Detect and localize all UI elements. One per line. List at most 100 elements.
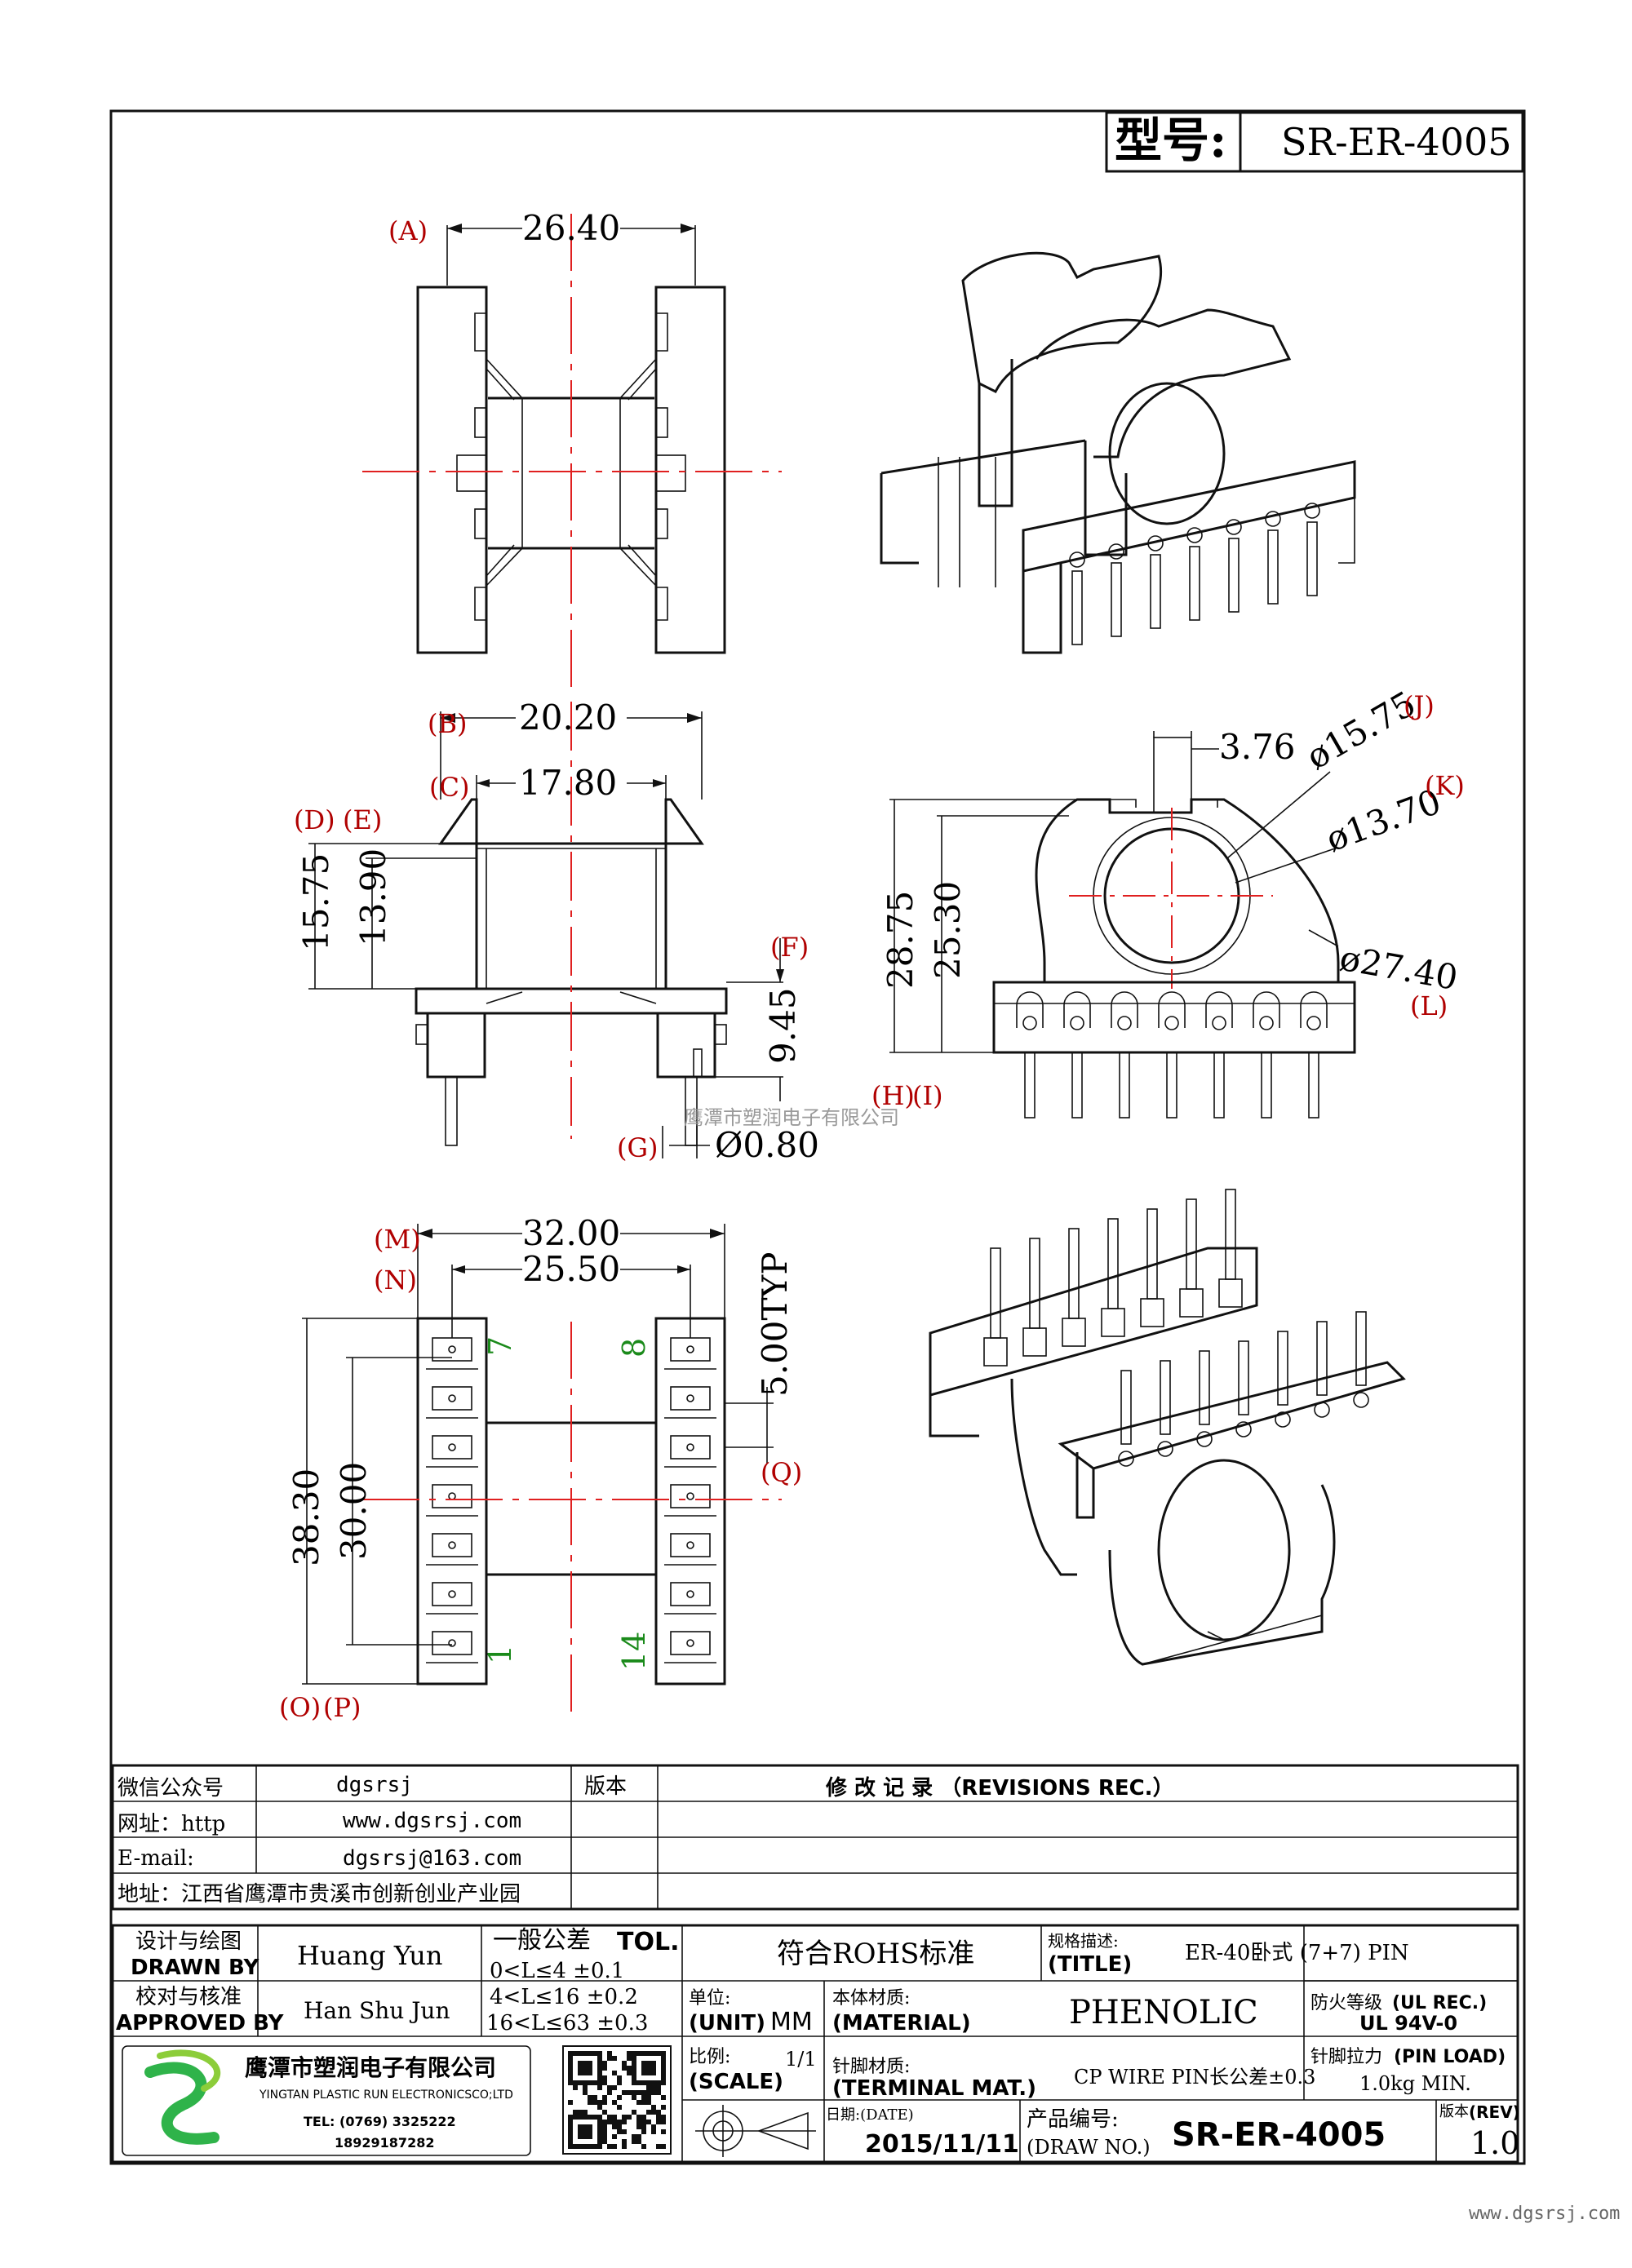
ref-e: (E) [343, 804, 382, 835]
scale-value: 1/1 [785, 2048, 817, 2071]
iso-pin [1196, 1350, 1213, 1447]
bottom-pin-slot [664, 1484, 716, 1517]
front-pin [1111, 991, 1138, 1118]
spec-value: ER-40卧式 (7+7) PIN [1185, 1941, 1409, 1965]
bottom-pin-slot [426, 1484, 478, 1517]
ref-q: (Q) [761, 1457, 802, 1488]
model-value: SR-ER-4005 [1281, 120, 1512, 164]
ref-p: (P) [323, 1692, 361, 1723]
dim-bottom-pitch: 5.00TYP [755, 1251, 795, 1397]
dim-front-slot: 3.76 [1219, 727, 1296, 767]
dim-side-w1: 20.20 [519, 698, 617, 738]
fire-en: (UL REC.) [1392, 1993, 1487, 2013]
iso-pin [983, 1247, 1008, 1367]
front-pin [1300, 991, 1328, 1118]
pinload-cn: 针脚拉力 [1310, 2047, 1382, 2067]
iso-pin [1179, 1198, 1204, 1318]
iso-pin [1235, 1340, 1252, 1437]
projection-symbol-icon [695, 2105, 816, 2157]
iso-pin [1353, 1311, 1369, 1408]
title-block: 设计与绘图 DRAWN BY Huang Yun 校对与核准 APPROVED … [111, 1924, 1520, 2164]
iso-pin [1147, 535, 1164, 629]
ref-f: (F) [770, 932, 809, 963]
rev-value: 1.0 [1470, 2125, 1519, 2161]
spec-en: (TITLE) [1048, 1952, 1132, 1977]
bottom-pin-slot [426, 1435, 478, 1468]
fire-cn: 防火等级 [1310, 1993, 1382, 2013]
pin-label-7: 7 [482, 1336, 518, 1356]
web-value: www.dgsrsj.com [343, 1809, 521, 1833]
ref-b: (B) [428, 708, 467, 739]
iso-pin [1069, 551, 1085, 645]
iso-view-bottom [929, 1189, 1406, 1666]
watermark: 鹰潭市塑润电子有限公司 [684, 1106, 899, 1129]
material-value: PHENOLIC [1069, 1994, 1258, 2031]
ref-j: (J) [1404, 690, 1435, 721]
unit-cn: 单位: [689, 1988, 730, 2009]
email-label: E-mail: [118, 1846, 194, 1871]
footer-url: www.dgsrsj.com [1469, 2204, 1620, 2224]
dim-side-pin-h: 9.45 [763, 987, 803, 1064]
rev-cn: 版本 [1439, 2103, 1469, 2120]
front-pin [1016, 991, 1044, 1118]
ref-g: (G) [617, 1132, 659, 1163]
wechat-value: dgsrsj [336, 1773, 413, 1797]
front-pin [1253, 991, 1280, 1118]
bottom-pin-slot [664, 1435, 716, 1468]
iso-pin [1022, 1238, 1047, 1357]
address: 地址：江西省鹰潭市贵溪市创新创业产业园 [118, 1882, 521, 1907]
company-name-cn: 鹰潭市塑润电子有限公司 [245, 2054, 496, 2081]
ref-h: (H) [871, 1080, 915, 1111]
bottom-pin-slot [664, 1631, 716, 1663]
dim-bottom-h1: 38.30 [286, 1468, 326, 1566]
ref-d: (D) [294, 804, 335, 835]
top-view: 26.40 (A) [362, 208, 782, 689]
web-label: 网址：http [118, 1812, 225, 1836]
bottom-view: 32.00 (M) 25.50 (N) 38.30 30.00 (O) (P) … [279, 1213, 802, 1723]
sheet-border [109, 109, 1526, 2165]
approved-cn: 校对与核准 [135, 1985, 242, 2009]
approver-name: Han Shu Jun [304, 1997, 450, 2024]
bottom-pin-slot [664, 1386, 716, 1419]
iso-pin [1101, 1218, 1125, 1337]
company-name-en: YINGTAN PLASTIC RUN ELECTRONICSCO;LTD [259, 2089, 513, 2102]
iso-pin [1275, 1331, 1291, 1428]
ref-a: (A) [388, 215, 428, 246]
front-view: 3.76 ø15.75 (J) ø13.70 (K) ø27.40 (L) 28… [871, 683, 1465, 1118]
pin-label-14: 14 [616, 1632, 652, 1671]
scale-cn: 比例: [689, 2047, 730, 2067]
fire-value: UL 94V-0 [1359, 2012, 1457, 2035]
iso-pin [1226, 519, 1242, 613]
dim-side-pin-d: Ø0.80 [715, 1125, 819, 1165]
model-header: 型号: SR-ER-4005 [1105, 111, 1524, 173]
iso-pin [1304, 503, 1320, 596]
ref-i: (I) [912, 1080, 943, 1111]
dim-side-h1: 15.75 [296, 853, 336, 951]
ref-k: (K) [1425, 770, 1465, 801]
dim-bottom-w2: 25.50 [522, 1249, 620, 1289]
terminal-value: CP WIRE PIN长公差±0.3 [1074, 2066, 1315, 2089]
ref-c: (C) [429, 772, 469, 803]
material-en: (MATERIAL) [832, 2011, 971, 2035]
dim-front-h1: 28.75 [880, 891, 920, 989]
company-tel: TEL: (0769) 3325222 [304, 2114, 456, 2129]
tolerance-row-2: 4<L≤16 ±0.2 [490, 1985, 638, 2009]
bottom-pin-slot [426, 1631, 478, 1663]
pinload-en: (PIN LOAD) [1394, 2047, 1506, 2067]
info-table: 微信公众号 dgsrsj 网址：http www.dgsrsj.com E-ma… [111, 1764, 1519, 1911]
model-label: 型号: [1115, 113, 1226, 168]
ref-o: (O) [279, 1692, 321, 1723]
company-logo-icon [144, 2049, 221, 2145]
front-pin [1063, 991, 1091, 1118]
side-view: 20.20 (B) 17.80 (C) 15.75 13.90 (D) (E) … [294, 698, 819, 1165]
iso-pin [1062, 1228, 1086, 1347]
company-mobile: 18929187282 [335, 2135, 434, 2151]
unit-value: MM [770, 2008, 813, 2036]
ref-m: (M) [374, 1224, 421, 1255]
version-header: 版本 [584, 1774, 627, 1799]
tolerance-row-3: 16<L≤63 ±0.3 [486, 2011, 648, 2035]
wechat-label: 微信公众号 [118, 1776, 224, 1801]
dim-side-h2: 13.90 [353, 848, 393, 946]
drawno-value: SR-ER-4005 [1172, 2116, 1386, 2154]
tolerance-en: TOL. [617, 1928, 679, 1956]
